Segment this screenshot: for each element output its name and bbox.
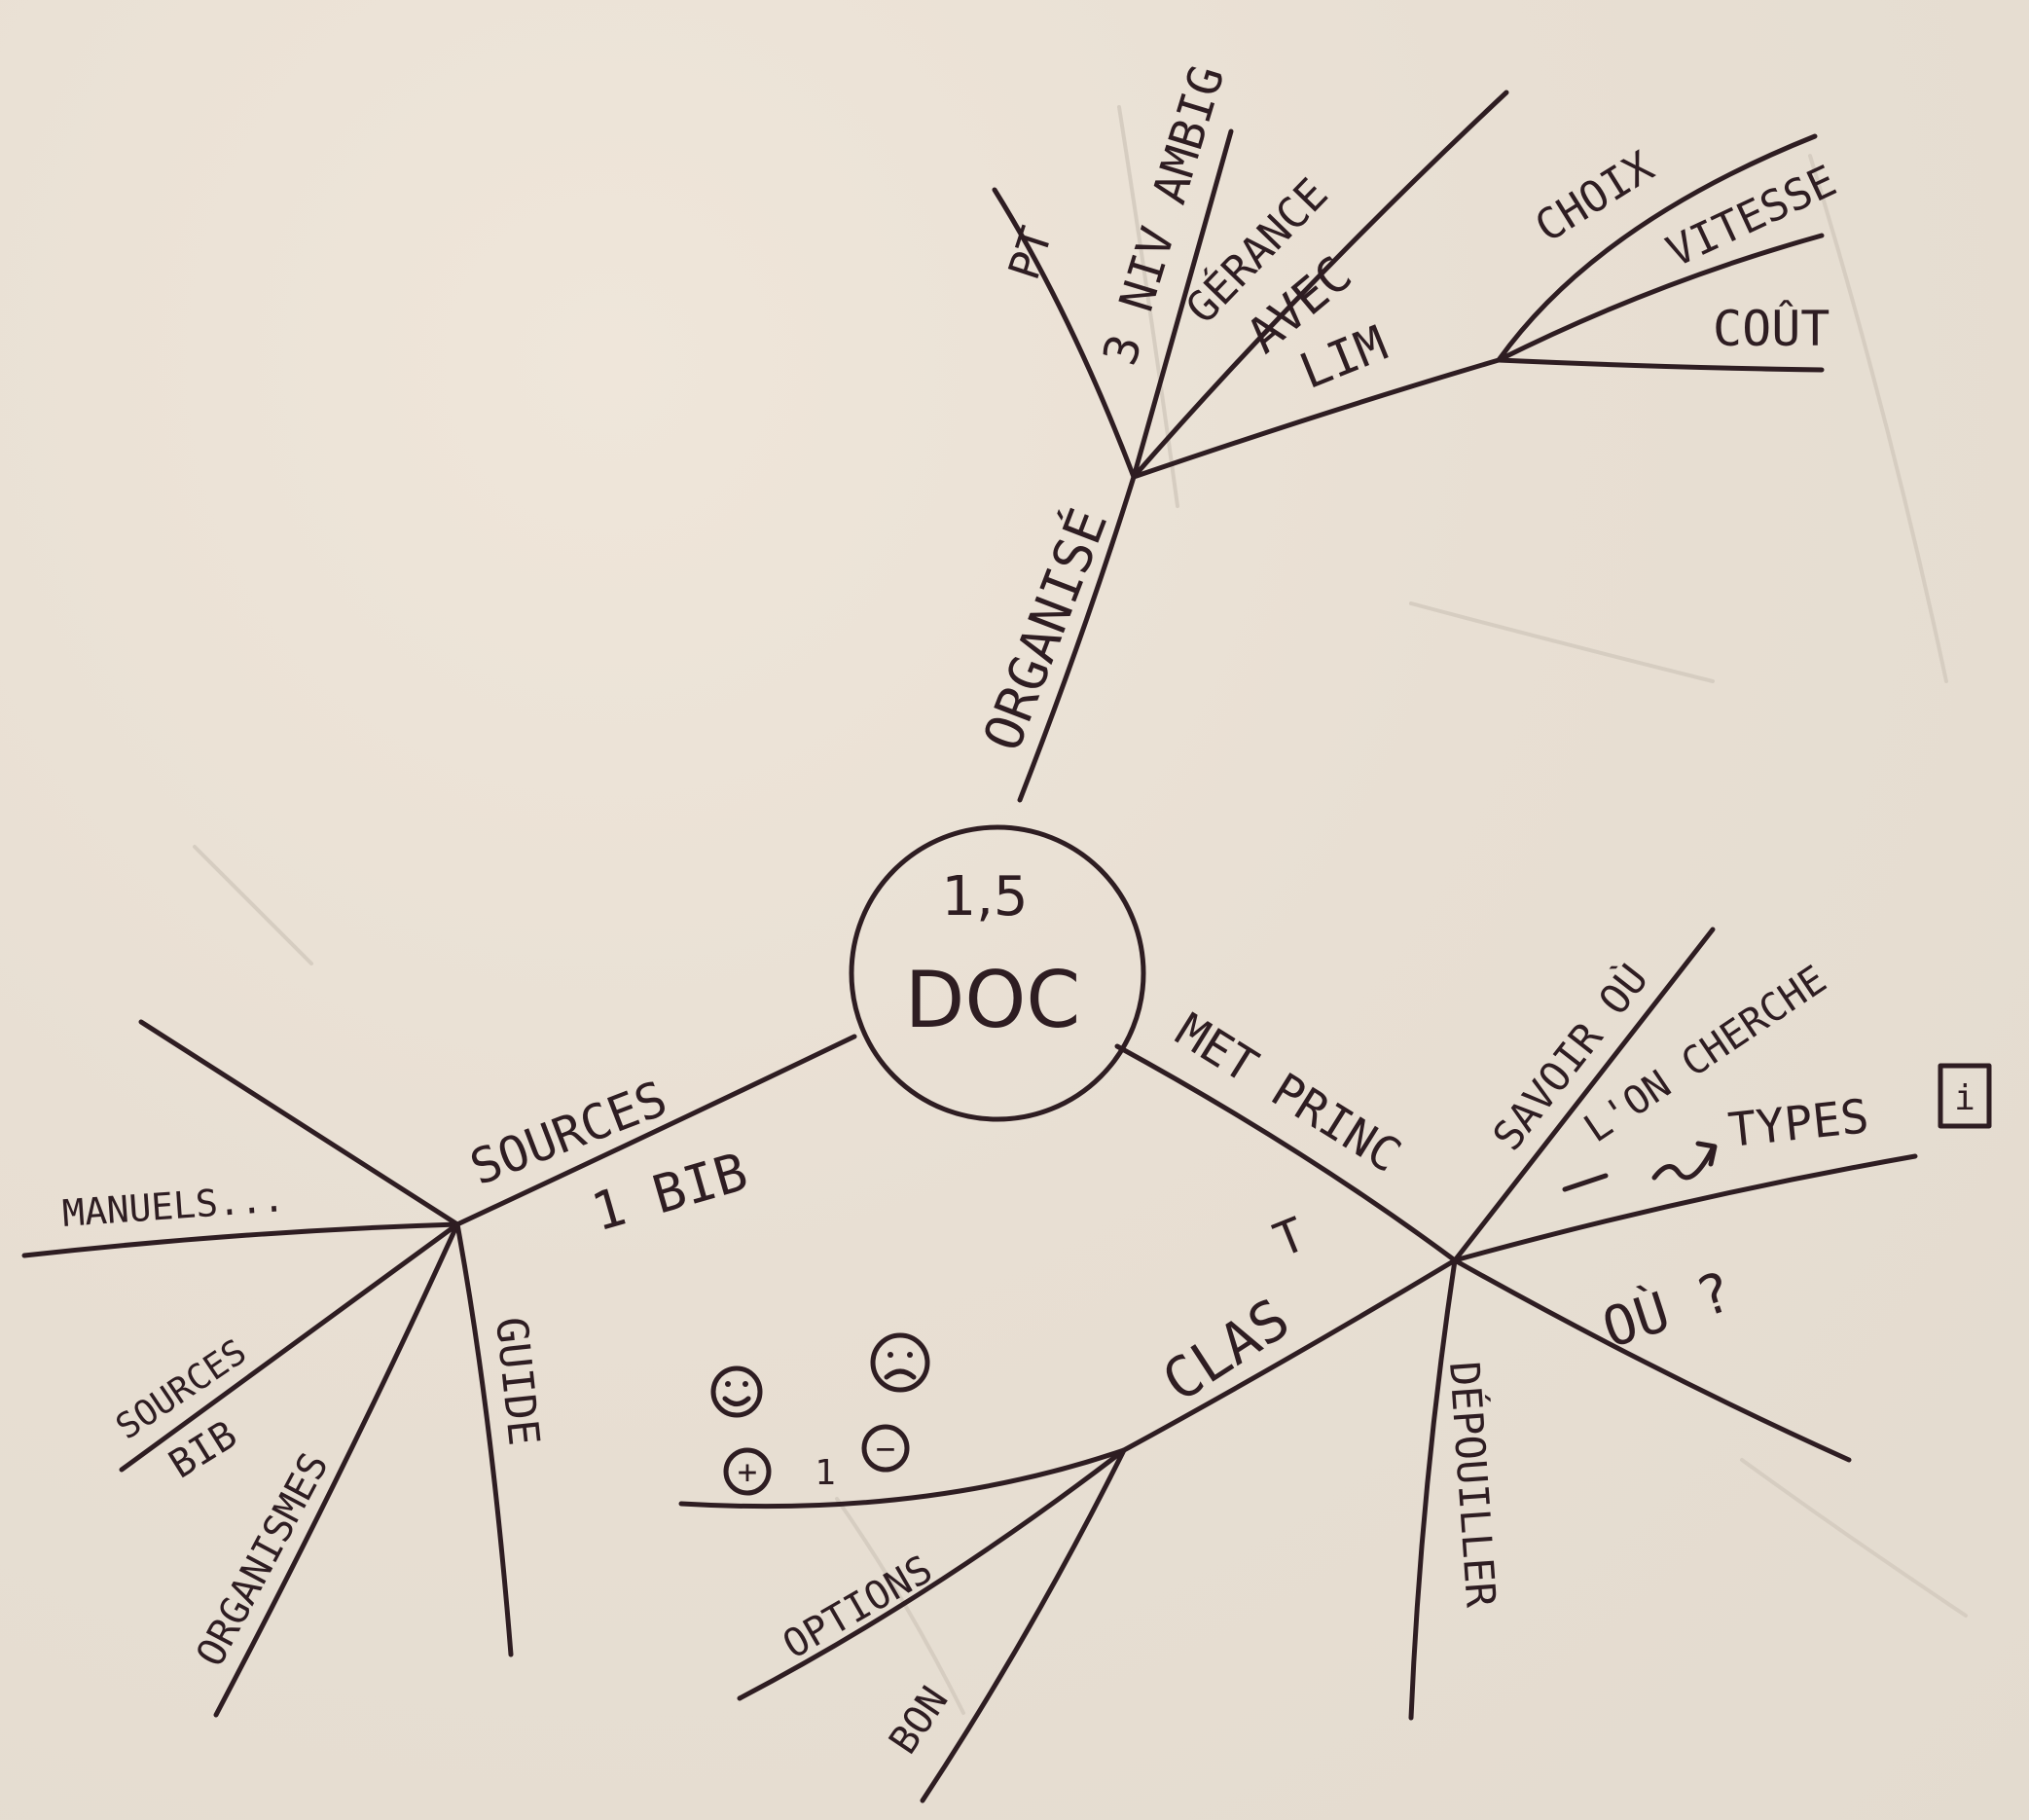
connector-clas: [1121, 1257, 1458, 1453]
info-box-label: i: [1954, 1078, 1975, 1118]
background-ghost-lines: [193, 105, 1968, 1715]
connector-organise: [1017, 474, 1137, 803]
label-guide: GUIDE: [486, 1315, 549, 1448]
center-node: 1,5 DOC: [849, 824, 1146, 1122]
label-bon: BON: [881, 1679, 958, 1763]
label-organismes: ORGANISMES: [188, 1445, 338, 1673]
label-bib: BIB: [162, 1412, 245, 1487]
happy-face-icon: [710, 1365, 763, 1418]
sad-face-icon: [870, 1332, 930, 1393]
connector-niv-ambi: [1131, 128, 1234, 480]
label-choix: CHOIX: [1527, 142, 1663, 253]
connector-options: [737, 1447, 1127, 1701]
connector-top-left: [138, 1019, 460, 1227]
center-title: DOC: [905, 955, 1080, 1045]
minus-symbol: −: [876, 1430, 895, 1469]
connector-sources: [454, 1034, 857, 1227]
connector-savoir-ou: [1452, 927, 1716, 1263]
connector-types: [1452, 1153, 1918, 1263]
connector-pt: [992, 187, 1137, 480]
label-cout: COÛT: [1713, 300, 1830, 357]
center-circle: [849, 824, 1146, 1122]
center-number: 1,5: [941, 865, 1028, 928]
minus-circle-icon: −: [861, 1424, 910, 1473]
connector-depouiller: [1408, 1257, 1458, 1721]
plus-symbol: +: [738, 1453, 757, 1492]
label-organise: ORGANISÉ: [971, 500, 1119, 758]
connector-bon: [920, 1447, 1127, 1803]
label-options: OPTIONS: [776, 1547, 940, 1668]
connector-vitesse: [1496, 233, 1825, 363]
arrowhead-icon: [1695, 1141, 1718, 1167]
label-clas-t: T: [1267, 1207, 1314, 1268]
branch-organise: ORGANISÉ PT 3 NIV AMBIG GÉRANCE AVEC LIM…: [971, 59, 1844, 803]
label-ou: OÙ ?: [1595, 1260, 1739, 1361]
label-manuels: MANUELS...: [61, 1177, 286, 1235]
arrow-icon: [1651, 1146, 1716, 1181]
label-types: TYPES: [1725, 1089, 1871, 1158]
plus-circle-icon: +: [723, 1447, 772, 1496]
connector-manuels: [21, 1221, 460, 1258]
label-1-bib: 1 BIB: [585, 1141, 754, 1243]
connector-ou: [1452, 1257, 1852, 1463]
connector-gerance: [1131, 90, 1509, 480]
connector-sources-bib: [119, 1221, 460, 1473]
label-depouiller: DÉPOUILLER: [1440, 1360, 1506, 1609]
label-pt: PT: [999, 221, 1063, 285]
and-symbol: 1: [815, 1453, 836, 1493]
connector-met-princ: [1114, 1043, 1458, 1263]
connector-emoji-line: [678, 1447, 1127, 1510]
connector-organismes: [213, 1221, 460, 1718]
dash-mark: [1562, 1173, 1609, 1192]
connector-cout: [1496, 357, 1825, 373]
connector-guide: [454, 1221, 514, 1657]
connector-choix: [1496, 133, 1818, 363]
connector-lim-hub: [1131, 357, 1502, 480]
info-box-icon: [1938, 1063, 1992, 1129]
